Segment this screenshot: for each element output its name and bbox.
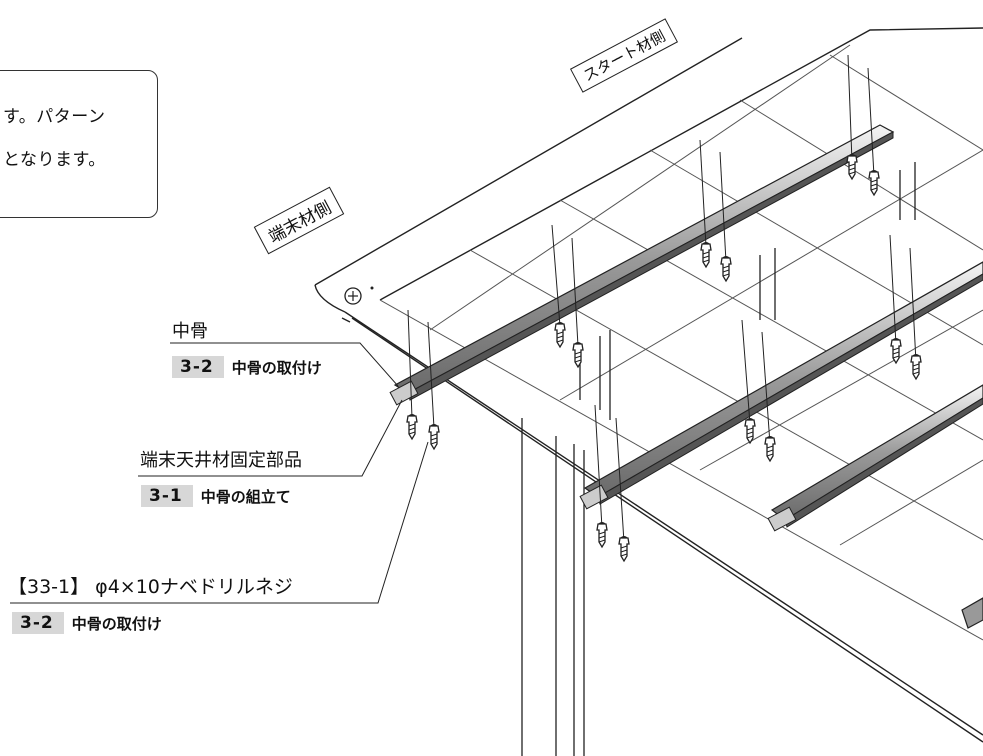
rail-4 (961, 597, 983, 629)
nakabone-ref-text: 中骨の取付け (231, 358, 322, 377)
nakabone-reference: 3-2 中骨の取付け (172, 356, 322, 378)
rail-1 (389, 124, 895, 406)
screw-reference: 3-2 中骨の取付け (12, 612, 162, 634)
note-line-2: となります。 (3, 150, 106, 170)
end-part-ref-number: 3-1 (141, 485, 193, 507)
end-part-ref-text: 中骨の組立て (200, 487, 291, 506)
screw-label: 【33-1】 φ4×10ナベドリルネジ (8, 576, 293, 598)
rail-2 (579, 261, 983, 510)
note-box (0, 70, 158, 218)
roof-panel (314, 27, 983, 743)
screw-ref-text: 中骨の取付け (71, 614, 162, 633)
rail-3 (767, 384, 983, 532)
bolt-circle (344, 286, 374, 305)
leader-lines (10, 342, 429, 604)
note-line-1: す。パターン (3, 107, 106, 127)
end-part-reference: 3-1 中骨の組立て (141, 485, 291, 507)
screw-ref-number: 3-2 (12, 612, 64, 634)
nakabone-ref-number: 3-2 (172, 356, 224, 378)
screw-guide-lines (407, 54, 917, 543)
nakabone-label: 中骨 (172, 321, 208, 342)
end-part-label: 端末天井材固定部品 (140, 450, 302, 471)
